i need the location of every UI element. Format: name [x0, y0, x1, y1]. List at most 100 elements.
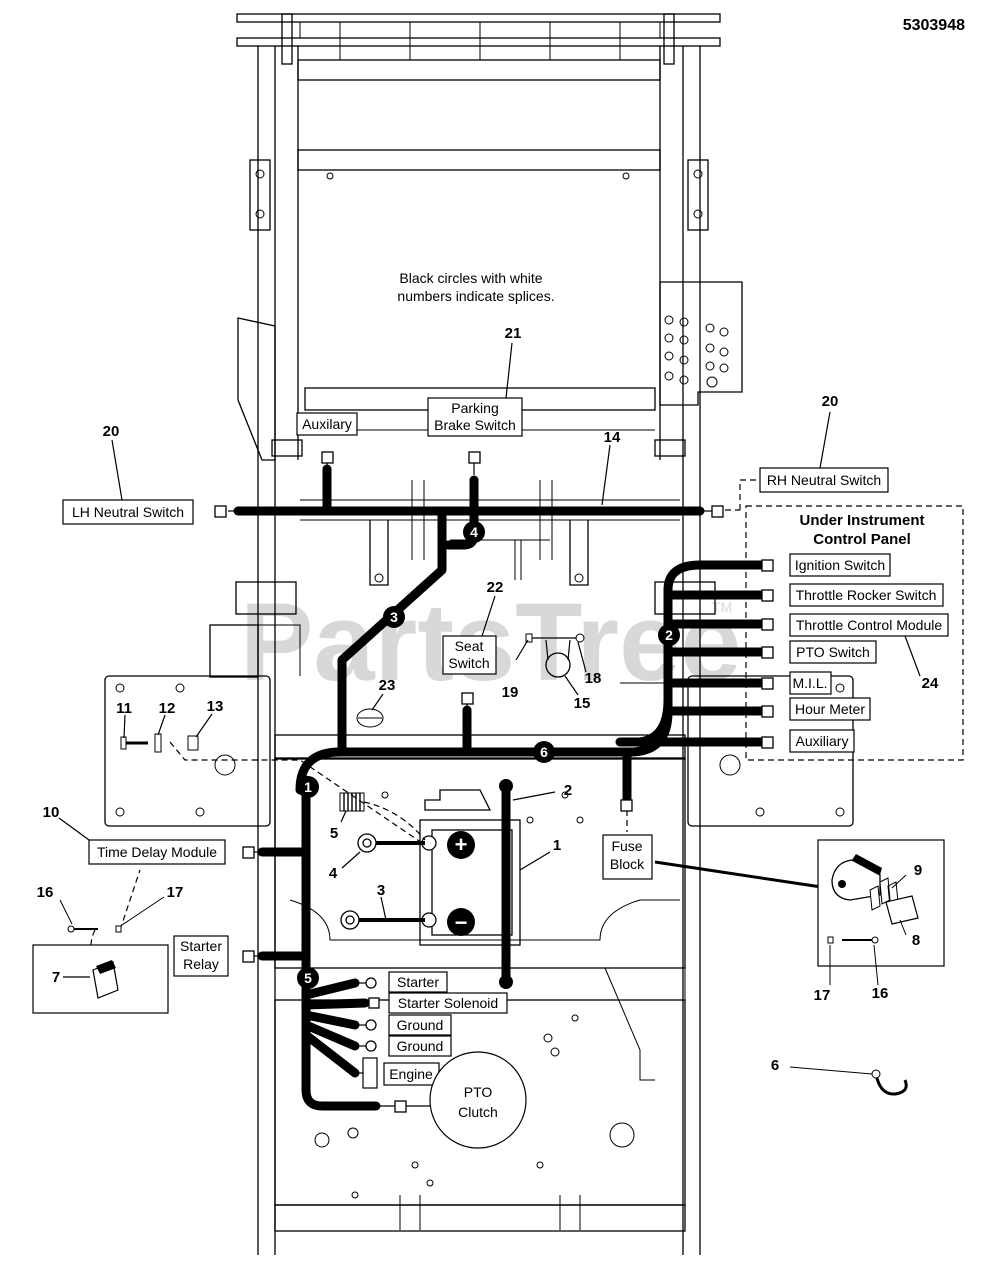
- callout-5: 5: [330, 825, 338, 842]
- callout-17-right: 17: [814, 987, 831, 1004]
- starter-relay-label-2: Relay: [183, 956, 219, 972]
- fuse-block-label-1: Fuse: [611, 838, 642, 854]
- svg-text:1: 1: [304, 779, 312, 795]
- callout-8: 8: [912, 932, 920, 949]
- callout-6: 6: [771, 1057, 779, 1074]
- bolt-icon: [120, 736, 148, 750]
- parking-brake-label-2: Brake Switch: [434, 417, 516, 433]
- callout-13: 13: [207, 698, 224, 715]
- starter-relay-label-1: Starter: [180, 938, 222, 954]
- leader-lines: [58, 342, 921, 921]
- seat-switch-label-1: Seat: [455, 638, 484, 654]
- fuse-cover-icon: [885, 895, 919, 925]
- callout-22: 22: [487, 579, 504, 596]
- callout-14: 14: [604, 429, 621, 446]
- callout-15: 15: [574, 695, 591, 712]
- callout-12: 12: [159, 700, 176, 717]
- ignition-switch-label: Ignition Switch: [795, 557, 885, 573]
- panel-title-2: Control Panel: [813, 531, 911, 548]
- callout-10: 10: [43, 804, 60, 821]
- washer-icon: [115, 925, 122, 933]
- engine-label: Engine: [389, 1066, 433, 1082]
- splice-5: 5: [297, 967, 319, 989]
- svg-text:2: 2: [665, 627, 673, 643]
- svg-text:5: 5: [304, 970, 312, 986]
- ground-label-1: Ground: [397, 1017, 444, 1033]
- callout-20-left: 20: [103, 423, 120, 440]
- time-delay-module-label: Time Delay Module: [97, 844, 217, 860]
- splice-4: 4: [463, 521, 485, 543]
- callout-3: 3: [377, 882, 385, 899]
- nut-icon: [187, 735, 199, 751]
- throttle-rocker-label: Throttle Rocker Switch: [796, 587, 937, 603]
- lh-neutral-switch-label: LH Neutral Switch: [72, 504, 184, 520]
- small-parts: [32, 633, 945, 1096]
- fuse-block-label-2: Block: [610, 856, 645, 872]
- callout-2: 2: [564, 782, 572, 799]
- splice-note-2: numbers indicate splices.: [397, 288, 554, 304]
- callout-7: 7: [52, 969, 60, 986]
- callouts: 20 20 21 14 22 24 19 18 15 23 11 12 13 1…: [37, 325, 939, 1074]
- throttle-control-label: Throttle Control Module: [796, 617, 943, 633]
- callout-4: 4: [329, 865, 338, 882]
- rh-neutral-switch-label: RH Neutral Switch: [767, 472, 881, 488]
- mil-label: M.I.L.: [792, 675, 827, 691]
- pto-switch-label: PTO Switch: [796, 644, 870, 660]
- relay-icon: [92, 960, 119, 999]
- callout-16-right: 16: [872, 985, 889, 1002]
- positive-sign: +: [455, 832, 468, 857]
- callout-9: 9: [914, 862, 922, 879]
- panel-title-1: Under Instrument: [799, 512, 924, 529]
- grommet-icon: [356, 708, 384, 728]
- document-id: 5303948: [903, 17, 965, 34]
- negative-terminal-icon: [447, 908, 475, 936]
- svg-text:4: 4: [470, 524, 478, 540]
- callout-18: 18: [585, 670, 602, 687]
- hour-meter-label: Hour Meter: [795, 701, 865, 717]
- starter-label: Starter: [397, 974, 439, 990]
- auxilary-label: Auxilary: [302, 416, 352, 432]
- screw-icon: [67, 925, 98, 933]
- watermark-tm: TM: [712, 599, 732, 615]
- wire-harness: [233, 464, 829, 1111]
- callout-11: 11: [116, 700, 132, 717]
- callout-21: 21: [505, 325, 522, 342]
- parking-brake-label-1: Parking: [451, 400, 498, 416]
- svg-text:3: 3: [390, 609, 398, 625]
- callout-19: 19: [502, 684, 519, 701]
- auxiliary-right-label: Auxiliary: [796, 733, 849, 749]
- battery-cables: [340, 833, 425, 930]
- splices: 1 2 3 4 5 6: [297, 521, 680, 989]
- splice-2: 2: [658, 624, 680, 646]
- callout-1: 1: [553, 837, 561, 854]
- screw-icon-right: [827, 936, 879, 944]
- seat-switch-label-2: Switch: [448, 655, 489, 671]
- callout-16-left: 16: [37, 884, 54, 901]
- positive-terminal-icon: [447, 831, 475, 859]
- ground-label-2: Ground: [397, 1038, 444, 1054]
- instrument-panel-group: Under Instrument Control Panel: [745, 505, 964, 761]
- fuse-holder-icon: [339, 792, 426, 841]
- splice-6: 6: [533, 741, 555, 763]
- connectors: [214, 451, 774, 1113]
- fuse-block-inset: [817, 839, 945, 967]
- callout-24: 24: [922, 675, 939, 692]
- cable-clip-icon: [871, 1069, 908, 1096]
- svg-text:6: 6: [540, 744, 548, 760]
- callout-17-left: 17: [167, 884, 184, 901]
- component-labels: LH Neutral Switch RH Neutral Switch Auxi…: [62, 397, 949, 1149]
- spacer-icon: [154, 733, 162, 753]
- chassis-frame: [104, 13, 854, 1255]
- splice-3: 3: [383, 606, 405, 628]
- callout-20-right: 20: [822, 393, 839, 410]
- pto-clutch-icon: [429, 1051, 527, 1149]
- negative-sign: −: [455, 910, 468, 935]
- spring-clip-icon: [525, 633, 585, 678]
- callout-23: 23: [379, 677, 396, 694]
- splice-note-1: Black circles with white: [399, 270, 542, 286]
- pto-clutch-label-2: Clutch: [458, 1104, 498, 1120]
- starter-solenoid-label: Starter Solenoid: [398, 995, 498, 1011]
- splice-1: 1: [297, 776, 319, 798]
